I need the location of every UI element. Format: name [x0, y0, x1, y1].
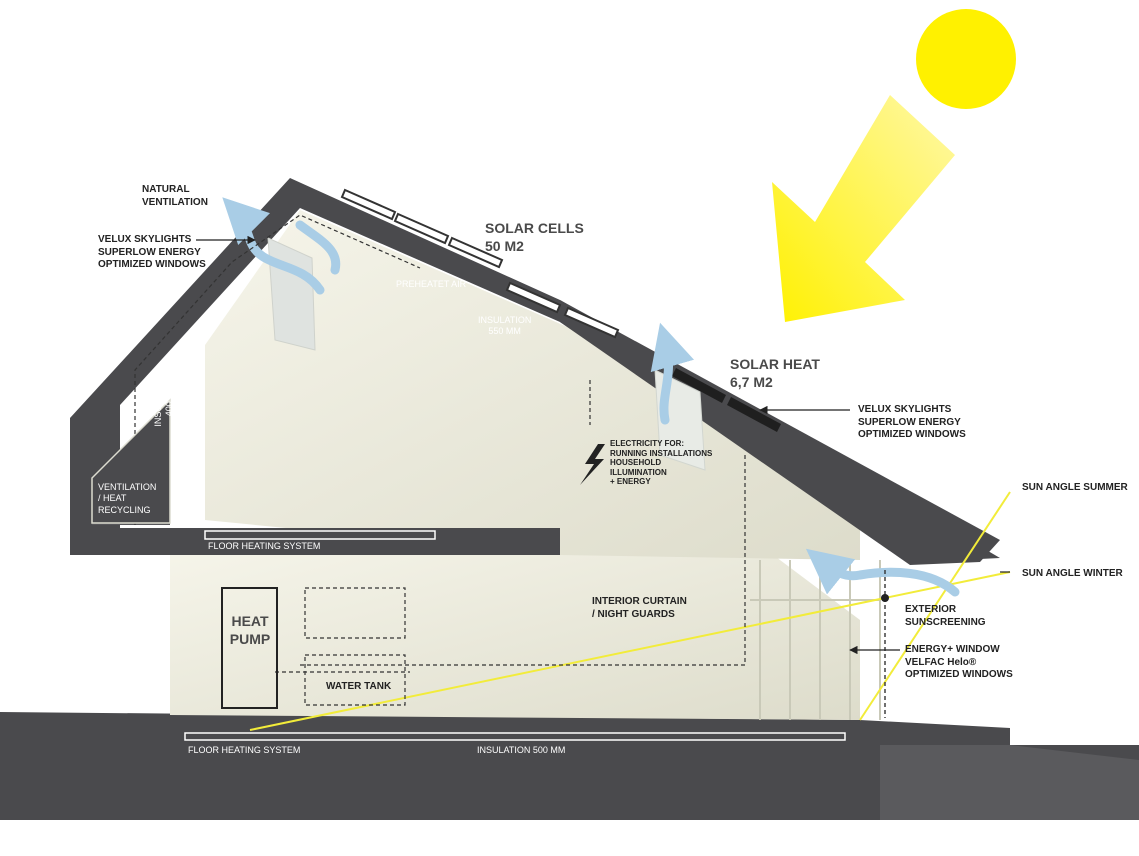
insulation-roof-line-2: 550 MM: [488, 326, 521, 337]
ventilation-ducts: [134, 214, 746, 706]
interior-curtain-line-1: INTERIOR CURTAIN: [592, 596, 687, 607]
solar-cell-panels: [340, 188, 620, 339]
solar-heat-label: SOLAR HEAT 6,7 M2: [730, 356, 820, 391]
heat-pump-label: HEAT PUMP: [225, 613, 275, 648]
solar-cells-line-1: SOLAR CELLS: [485, 220, 584, 236]
energy-window-line-2: VELFAC Helo®: [905, 656, 977, 668]
ventilation-unit: [91, 398, 171, 524]
heat-pump-box: [221, 587, 278, 709]
natural-ventilation-line-2: VENTILATION: [142, 196, 208, 208]
solar-heat-line-2: 6,7 M2: [730, 373, 773, 390]
lower-floor-heating-bar: [184, 732, 846, 741]
ventilation-line-1: VENTILATION: [98, 482, 157, 492]
natural-ventilation-label: NATURAL VENTILATION: [142, 184, 208, 209]
sun-angle-winter-label: SUN ANGLE WINTER: [1022, 568, 1123, 579]
insulation-roof-line-1: INSULATION: [478, 315, 532, 325]
skylights-left-label: VELUX SKYLIGHTS SUPERLOW ENERGY OPTIMIZE…: [98, 234, 206, 272]
skylights-left-line-2: SUPERLOW ENERGY: [98, 246, 201, 258]
floor-heating-lower-label: FLOOR HEATING SYSTEM: [188, 745, 301, 755]
electricity-line-3: HOUSEHOLD: [610, 458, 662, 468]
pointer-arrows: [196, 235, 1010, 655]
interior-curtain-line-2: / NIGHT GUARDS: [592, 608, 675, 620]
skylights-left-line-1: VELUX SKYLIGHTS: [98, 234, 192, 245]
electricity-line-5: + ENERGY: [610, 477, 651, 487]
sun: [916, 9, 1016, 109]
solar-cells-label: SOLAR CELLS 50 M2: [485, 220, 584, 255]
exterior-sunscreening-label: EXTERIOR SUNSCREENING: [905, 604, 986, 629]
energy-window-line-1: ENERGY+ WINDOW: [905, 644, 1000, 655]
heat-pump-line-1: HEAT: [231, 613, 269, 629]
heat-pump-line-2: PUMP: [229, 630, 271, 647]
solar-cells-line-2: 50 M2: [485, 237, 524, 254]
skylights-right-line-2: SUPERLOW ENERGY: [858, 416, 961, 428]
exterior-sunscreening-line-2: SUNSCREENING: [905, 616, 986, 628]
solar-heat-line-1: SOLAR HEAT: [730, 356, 820, 372]
skylights-left-line-3: OPTIMIZED WINDOWS: [98, 259, 206, 270]
skylights-right-label: VELUX SKYLIGHTS SUPERLOW ENERGY OPTIMIZE…: [858, 404, 966, 442]
electricity-line-2: RUNNING INSTALLATIONS: [610, 448, 713, 458]
ground-floor-interior: [170, 545, 860, 720]
skylights-right-line-3: OPTIMIZED WINDOWS: [858, 429, 966, 440]
upper-floor-heating-bar: [204, 530, 436, 540]
ventilation-line-2: / HEAT: [98, 493, 127, 504]
insulation-wall-line-1: INSULATION: [153, 373, 163, 427]
solar-heat-panels: [672, 368, 781, 432]
sun-angle-summer-label: SUN ANGLE SUMMER: [1022, 482, 1128, 493]
upper-floor-slab: [70, 528, 560, 555]
exterior-sunscreening-line-1: EXTERIOR: [905, 604, 957, 615]
skylights-right-line-1: VELUX SKYLIGHTS: [858, 404, 952, 415]
electricity-line-1: ELECTRICITY FOR:: [610, 439, 685, 448]
water-tank-label: WATER TANK: [326, 681, 392, 692]
ventilation-label: VENTILATION / HEAT RECYCLING: [98, 482, 156, 516]
upper-floor-interior: [205, 210, 860, 560]
ventilation-line-3: RECYCLING: [98, 504, 151, 515]
natural-ventilation-line-1: NATURAL: [142, 184, 190, 195]
energy-window-line-3: OPTIMIZED WINDOWS: [905, 669, 1013, 680]
insulation-wall-label: INSULATION 400 MM: [153, 360, 176, 440]
energy-window-label: ENERGY+ WINDOW VELFAC Helo® OPTIMIZED WI…: [905, 644, 1013, 682]
insulation-roof-label: INSULATION 550 MM: [478, 315, 531, 338]
interior-curtain-label: INTERIOR CURTAIN / NIGHT GUARDS: [592, 596, 687, 621]
electricity-line-4: ILLUMINATION: [610, 467, 667, 477]
ground-slab: [0, 712, 1139, 820]
insulation-floor-label: INSULATION 500 MM: [477, 745, 566, 755]
insulation-wall-line-2: 400 MM: [164, 383, 175, 417]
floor-heating-upper-label: FLOOR HEATING SYSTEM: [208, 541, 321, 551]
preheated-air-label: PREHEATET AIR: [396, 279, 467, 289]
exterior-sunscreening: [881, 570, 889, 718]
sunbeam-arrow: [772, 95, 955, 322]
electricity-label: ELECTRICITY FOR: RUNNING INSTALLATIONS H…: [610, 439, 712, 487]
